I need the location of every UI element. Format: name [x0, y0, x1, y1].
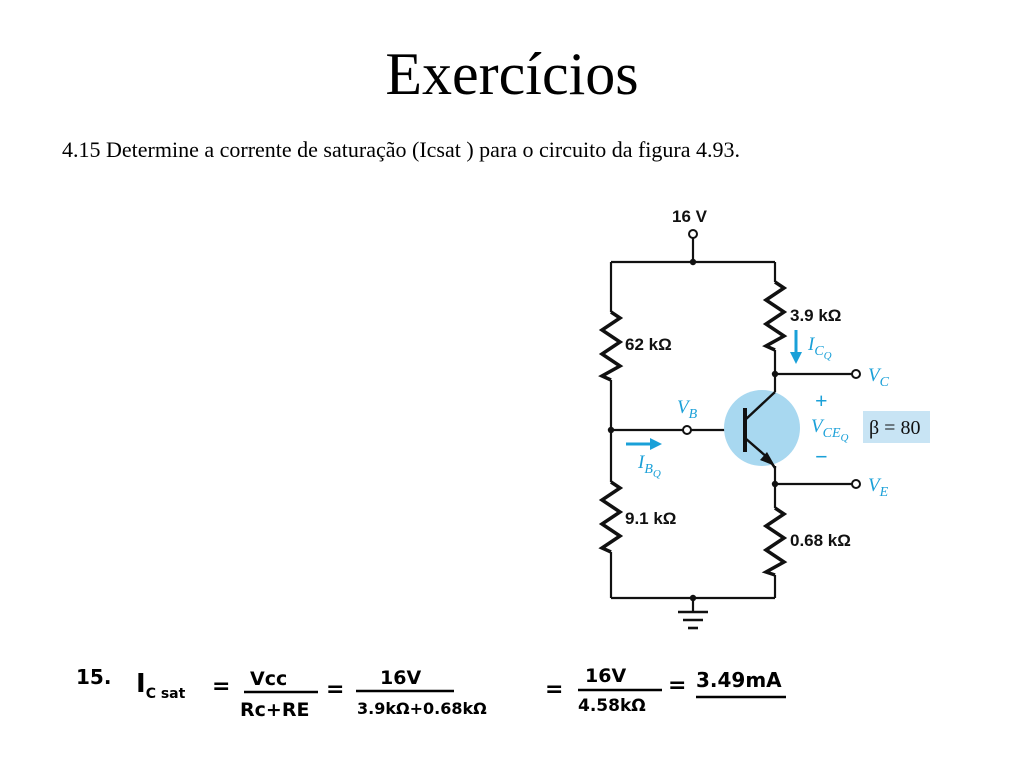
vce-plus: + — [815, 388, 828, 413]
vb-label: VB — [677, 397, 698, 422]
beta-box — [863, 411, 930, 443]
ic-arrow — [790, 330, 802, 364]
solution-number: 15. — [76, 665, 111, 689]
rc-label: 3.9 kΩ — [790, 306, 841, 325]
vb-terminal — [682, 425, 692, 435]
resistor-r2 — [598, 480, 624, 554]
r1-label: 62 kΩ — [625, 335, 672, 354]
equals-1: = — [212, 674, 230, 699]
vce-label: VCEQ — [811, 416, 849, 444]
r2-label: 9.1 kΩ — [625, 509, 676, 528]
supply-label: 16 V — [672, 207, 708, 226]
ib-arrow — [626, 438, 662, 450]
solution-result: 3.49mA — [696, 668, 782, 692]
equals-3: = — [545, 677, 563, 702]
transistor-body — [724, 390, 800, 466]
supply-terminal — [688, 229, 698, 239]
ve-terminal — [851, 479, 861, 489]
resistor-re — [761, 506, 788, 577]
resistor-rc — [762, 280, 788, 352]
circuit-diagram: β = 80 16 V 62 kΩ 9.1 kΩ 3.9 kΩ 0.68 kΩ … — [598, 207, 930, 630]
vc-terminal — [851, 369, 861, 379]
vce-minus: − — [815, 444, 828, 469]
resistor-r1 — [598, 310, 624, 382]
frac3-numerator: 16V — [585, 665, 626, 687]
beta-label: β = 80 — [869, 417, 920, 439]
frac2-numerator: 16V — [380, 667, 421, 689]
problem-statement: 4.15 Determine a corrente de saturação (… — [62, 137, 741, 162]
ground-symbol — [678, 610, 708, 630]
ve-label: VE — [868, 475, 889, 500]
solution-lhs: IC sat — [136, 669, 186, 702]
circuit-wires — [609, 238, 852, 612]
frac2-denominator: 3.9kΩ+0.68kΩ — [357, 699, 487, 718]
junction-dots — [607, 258, 779, 602]
frac3-denominator: 4.58kΩ — [578, 696, 646, 716]
handwritten-solution: 15. IC sat = Vcc Rc+RE = 16V 3.9kΩ+0.68k… — [76, 665, 786, 721]
vc-label: VC — [868, 365, 890, 390]
ibq-label: IBQ — [637, 452, 661, 480]
slide-title: Exercícios — [385, 41, 639, 107]
frac1-numerator: Vcc — [250, 668, 287, 690]
frac1-denominator: Rc+RE — [240, 699, 309, 721]
icq-label: ICQ — [807, 334, 832, 362]
re-label: 0.68 kΩ — [790, 531, 851, 550]
equals-2: = — [326, 677, 344, 702]
equals-4: = — [668, 673, 686, 698]
